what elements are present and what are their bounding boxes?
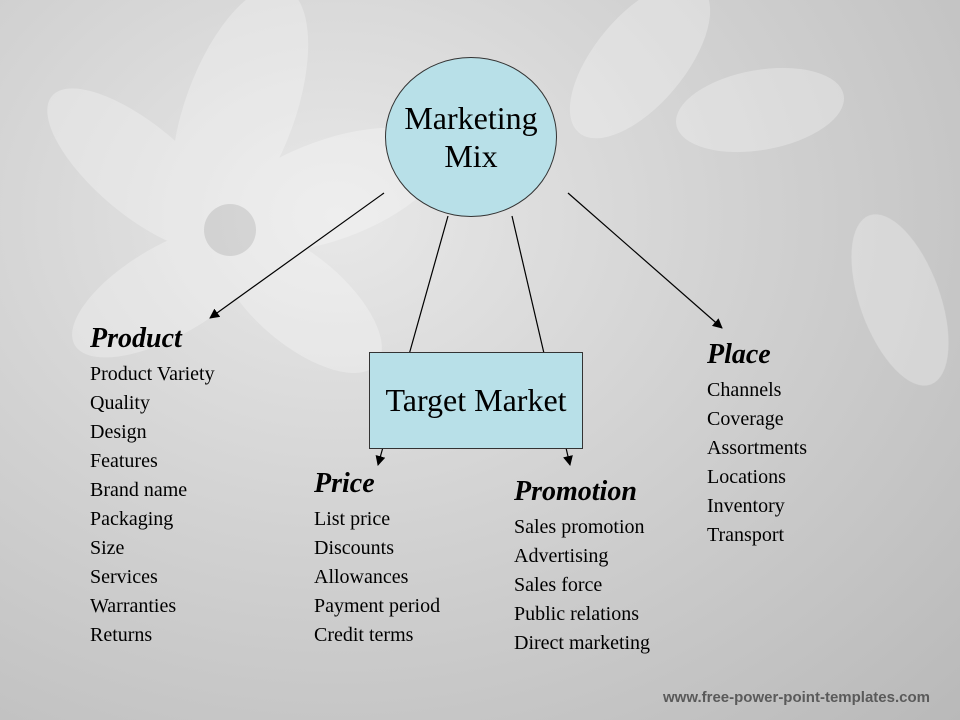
price-list: List price Discounts Allowances Payment … (314, 505, 440, 650)
list-item: Quality (90, 392, 150, 414)
target-market-label: Target Market (385, 382, 567, 418)
list-item: Services (90, 566, 158, 588)
list-item: Discounts (314, 537, 394, 559)
promotion-title: Promotion (514, 476, 637, 507)
product-title: Product (90, 323, 182, 354)
list-item: Packaging (90, 508, 174, 530)
marketing-mix-node: Marketing Mix (385, 57, 557, 217)
list-item: Allowances (314, 566, 409, 588)
list-item: List price (314, 508, 391, 530)
footer-url: www.free-power-point-templates.com (663, 689, 930, 706)
list-item: Direct marketing (514, 632, 651, 654)
product-list: Product Variety Quality Design Features … (90, 360, 215, 650)
center-label-line2: Mix (444, 138, 498, 174)
list-item: Size (90, 537, 125, 559)
list-item: Design (90, 421, 147, 443)
list-item: Returns (90, 624, 153, 646)
promotion-list: Sales promotion Advertising Sales force … (514, 513, 650, 658)
list-item: Coverage (707, 408, 784, 430)
list-item: Inventory (707, 495, 785, 517)
list-item: Channels (707, 379, 782, 401)
list-item: Transport (707, 524, 785, 546)
place-group: Place Channels Coverage Assortments Loca… (707, 338, 807, 550)
list-item: Sales force (514, 574, 603, 596)
list-item: Locations (707, 466, 786, 488)
list-item: Advertising (514, 545, 609, 567)
product-group: Product Product Variety Quality Design F… (90, 322, 215, 650)
price-group: Price List price Discounts Allowances Pa… (314, 467, 440, 650)
price-title: Price (314, 468, 375, 499)
list-item: Product Variety (90, 363, 215, 385)
promotion-group: Promotion Sales promotion Advertising Sa… (514, 475, 650, 658)
arrow-to-product (209, 192, 385, 319)
target-market-box: Target Market (369, 352, 583, 449)
place-list: Channels Coverage Assortments Locations … (707, 376, 807, 550)
list-item: Sales promotion (514, 516, 645, 538)
list-item: Features (90, 450, 158, 472)
list-item: Assortments (707, 437, 807, 459)
arrow-to-place (567, 192, 723, 329)
list-item: Public relations (514, 603, 639, 625)
list-item: Warranties (90, 595, 177, 617)
place-title: Place (707, 339, 771, 370)
list-item: Payment period (314, 595, 441, 617)
list-item: Credit terms (314, 624, 414, 646)
list-item: Brand name (90, 479, 188, 501)
center-label-line1: Marketing (404, 100, 538, 136)
